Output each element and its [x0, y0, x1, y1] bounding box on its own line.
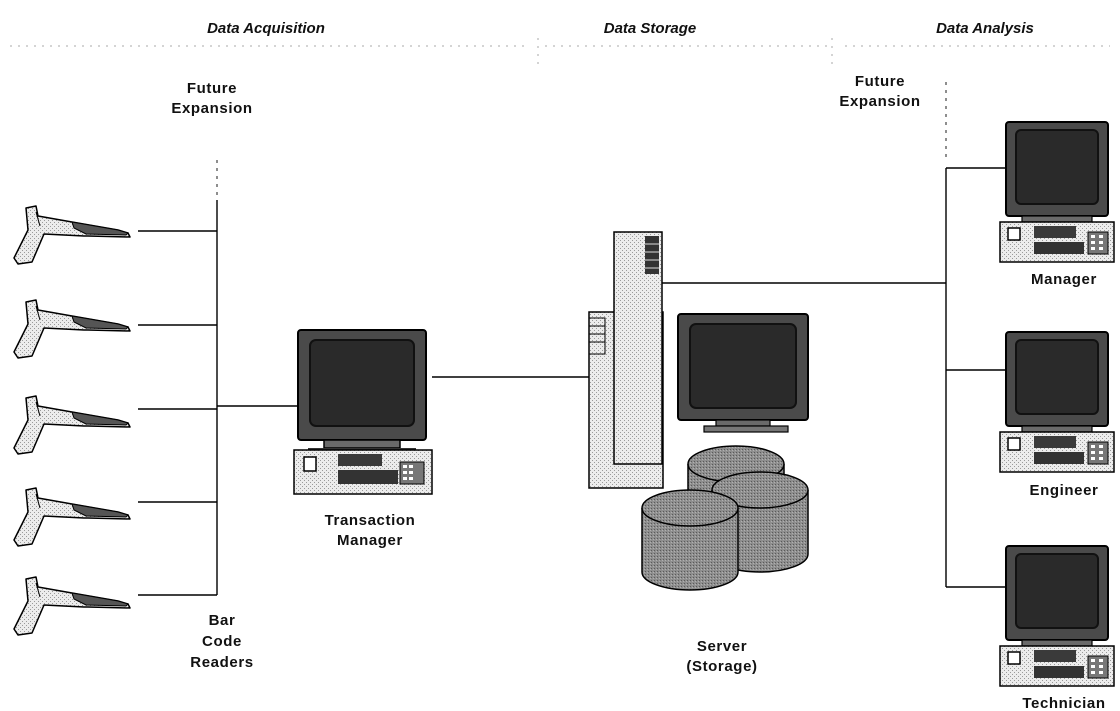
technician-computer-icon	[1000, 546, 1114, 686]
connection-lines	[138, 168, 1006, 595]
transaction-manager-label: Manager	[337, 532, 403, 549]
database-cylinder-icon	[642, 446, 808, 590]
bar-code-readers-label: Bar	[209, 612, 236, 629]
transaction-manager-computer-icon	[294, 330, 432, 494]
manager-label: Manager	[1031, 271, 1097, 288]
bar-code-scanner-icon	[14, 488, 130, 546]
header-data-acquisition: Data Acquisition	[207, 20, 325, 37]
bar-code-scanner-icon	[14, 300, 130, 358]
header-data-storage: Data Storage	[604, 20, 697, 37]
header-data-analysis: Data Analysis	[936, 20, 1034, 37]
bar-code-readers-label: Readers	[190, 654, 253, 671]
server-monitor-icon	[678, 314, 808, 432]
manager-computer-icon	[1000, 122, 1114, 262]
bar-code-scanner-icon	[14, 206, 130, 264]
future-expansion-left-label: Expansion	[171, 100, 252, 117]
technician-label: Technician	[1022, 695, 1105, 711]
transaction-manager-label: Transaction	[325, 512, 416, 529]
server-storage-label: Server	[697, 638, 747, 655]
section-divider-dashes	[10, 38, 1110, 64]
bar-code-scanner-icon	[14, 577, 130, 635]
future-expansion-right-label: Expansion	[839, 93, 920, 110]
bar-code-readers-label: Code	[202, 633, 242, 650]
bar-code-scanner-icon	[14, 396, 130, 454]
engineer-label: Engineer	[1030, 482, 1099, 499]
tower-server-icon	[589, 232, 663, 488]
server-storage-label: (Storage)	[686, 658, 757, 675]
future-expansion-right-label: Future	[855, 73, 905, 90]
engineer-computer-icon	[1000, 332, 1114, 472]
future-expansion-left-label: Future	[187, 80, 237, 97]
